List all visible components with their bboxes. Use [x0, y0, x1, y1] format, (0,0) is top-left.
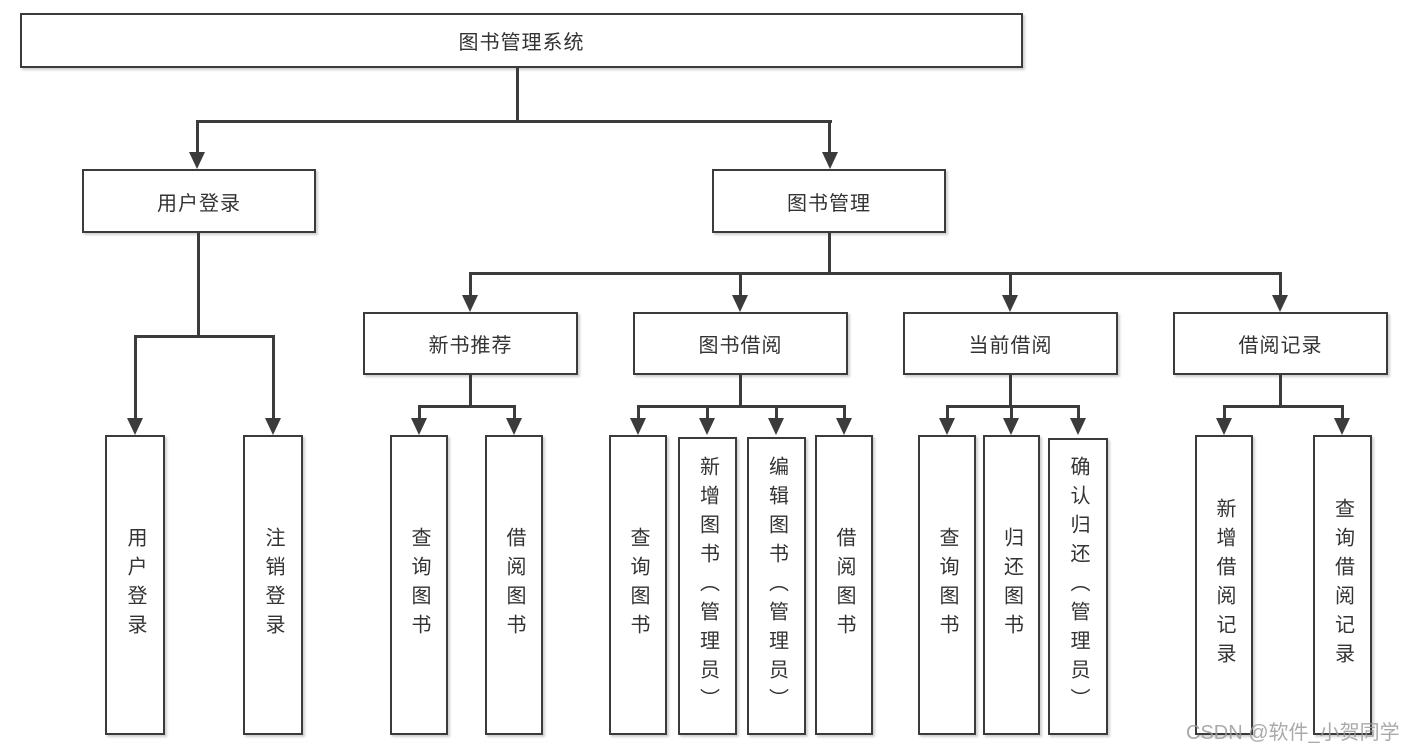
leaf-edit-books-admin: 编辑图书（管理员）: [747, 437, 806, 735]
node-label: 用户登录: [157, 192, 241, 215]
connector-line: [1009, 375, 1012, 405]
arrow-down-icon: [1334, 418, 1350, 435]
leaf-borrow-books-borrowing: 借阅图书: [815, 435, 873, 735]
arrow-down-icon: [1002, 295, 1018, 312]
arrow-down-icon: [1216, 418, 1232, 435]
leaf-logout: 注销登录: [243, 435, 303, 735]
connector-line: [134, 335, 137, 418]
connector-line: [1223, 405, 1344, 408]
connector-line: [513, 405, 516, 418]
node-current-borrowing: 当前借阅: [903, 312, 1118, 375]
node-label: 图书管理: [787, 192, 871, 215]
node-book-borrowing: 图书借阅: [633, 312, 848, 375]
leaf-label: 借阅图书: [503, 527, 525, 643]
node-label: 图书管理系统: [458, 32, 585, 54]
connector-line: [828, 120, 831, 153]
connector-line: [1279, 272, 1282, 295]
node-label: 新书推荐: [428, 335, 513, 357]
connector-line: [196, 120, 199, 153]
leaf-label: 归还图书: [1000, 527, 1023, 643]
arrow-down-icon: [411, 418, 427, 435]
connector-line: [637, 405, 846, 408]
leaf-user-login: 用户登录: [105, 435, 165, 735]
arrow-down-icon: [822, 152, 838, 169]
arrow-down-icon: [506, 418, 522, 435]
arrow-down-icon: [836, 418, 852, 435]
connector-line: [1009, 272, 1012, 295]
connector-line: [469, 375, 472, 405]
leaf-label: 确认归还（管理员）: [1067, 456, 1089, 717]
leaf-confirm-return-admin: 确认归还（管理员）: [1048, 438, 1108, 735]
connector-line: [1341, 405, 1344, 418]
csdn-watermark: CSDN @软件_小贺同学: [1186, 722, 1400, 744]
node-label: 图书借阅: [698, 335, 783, 357]
arrow-down-icon: [127, 418, 143, 435]
leaf-add-books-admin: 新增图书（管理员）: [678, 437, 737, 735]
connector-line: [706, 405, 709, 418]
leaf-label: 查询图书: [627, 527, 649, 643]
connector-line: [272, 335, 275, 418]
connector-line: [418, 405, 516, 408]
arrow-down-icon: [1070, 418, 1086, 435]
leaf-query-books-borrowing: 查询图书: [609, 435, 667, 735]
node-book-management: 图书管理: [712, 169, 946, 233]
node-borrowing-records: 借阅记录: [1173, 312, 1388, 375]
connector-line: [1077, 405, 1080, 418]
connector-line: [1279, 375, 1282, 405]
arrow-down-icon: [265, 418, 281, 435]
leaf-query-books-recommend: 查询图书: [390, 435, 448, 735]
arrow-down-icon: [939, 418, 955, 435]
arrow-down-icon: [630, 418, 646, 435]
connector-line: [469, 272, 1282, 275]
connector-line: [516, 68, 519, 120]
leaf-borrow-books-recommend: 借阅图书: [485, 435, 543, 735]
arrow-down-icon: [189, 152, 205, 169]
connector-line: [469, 272, 472, 295]
connector-line: [1223, 405, 1226, 418]
connector-line: [843, 405, 846, 418]
node-user-login: 用户登录: [82, 169, 316, 233]
arrow-down-icon: [462, 295, 478, 312]
leaf-label: 注销登录: [262, 527, 284, 643]
leaf-label: 查询图书: [936, 527, 958, 643]
connector-line: [134, 335, 275, 338]
leaf-label: 用户登录: [124, 527, 146, 643]
leaf-label: 查询借阅记录: [1331, 498, 1354, 672]
arrow-down-icon: [1272, 295, 1288, 312]
connector-line: [197, 233, 200, 335]
node-new-book-recommend: 新书推荐: [363, 312, 578, 375]
leaf-label: 编辑图书（管理员）: [765, 455, 788, 717]
leaf-label: 查询图书: [408, 527, 430, 643]
leaf-query-borrow-record: 查询借阅记录: [1313, 435, 1372, 735]
connector-line: [775, 405, 778, 418]
connector-line: [739, 272, 742, 295]
leaf-label: 新增图书（管理员）: [696, 455, 719, 717]
node-library-management-system: 图书管理系统: [20, 13, 1023, 68]
arrow-down-icon: [1003, 418, 1019, 435]
connector-line: [418, 405, 421, 418]
arrow-down-icon: [732, 295, 748, 312]
connector-line: [828, 233, 831, 272]
connector-line: [739, 375, 742, 405]
node-label: 借阅记录: [1238, 335, 1323, 357]
leaf-label: 借阅图书: [833, 527, 855, 643]
leaf-label: 新增借阅记录: [1213, 498, 1235, 672]
leaf-add-borrow-record: 新增借阅记录: [1195, 435, 1253, 735]
leaf-query-books-current: 查询图书: [918, 435, 976, 735]
node-label: 当前借阅: [968, 335, 1053, 357]
connector-line: [196, 120, 832, 123]
connector-line: [946, 405, 1080, 408]
connector-line: [637, 405, 640, 418]
connector-line: [946, 405, 949, 418]
arrow-down-icon: [699, 418, 715, 435]
leaf-return-books: 归还图书: [983, 435, 1040, 735]
connector-line: [1010, 405, 1013, 418]
arrow-down-icon: [768, 418, 784, 435]
